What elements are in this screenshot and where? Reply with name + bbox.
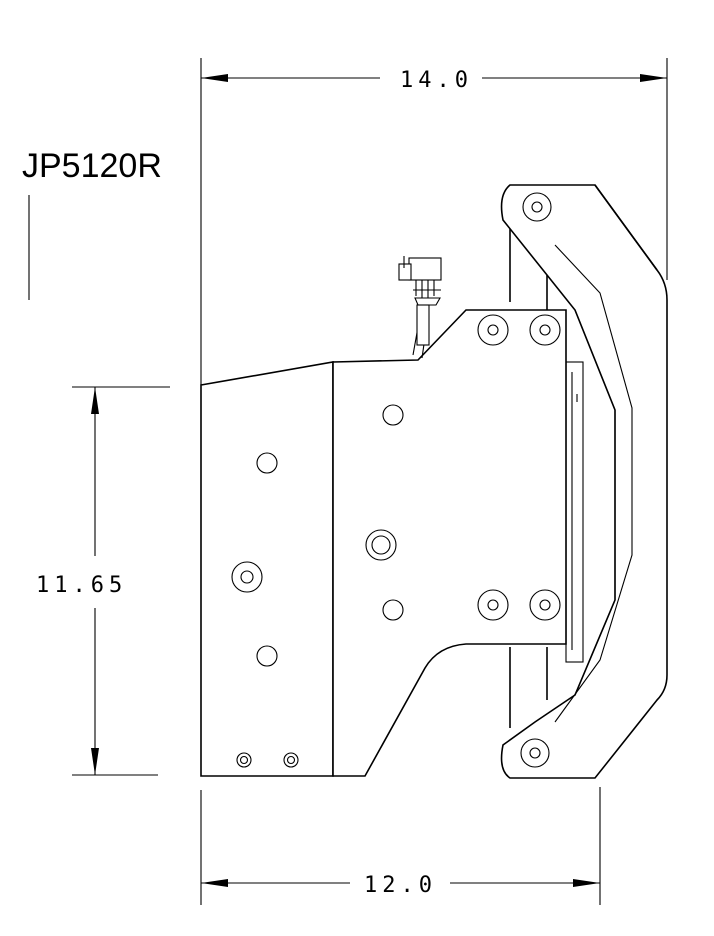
dimension-bottom: 12.0 (200, 787, 601, 905)
bolt-icon (520, 738, 550, 768)
bolt-icon (529, 314, 561, 346)
model-label: JP5120R (22, 147, 162, 185)
dimension-top: 14.0 (200, 58, 668, 385)
bolts (231, 192, 561, 768)
bolt-icon (231, 561, 263, 593)
dim-top-width: 14.0 (400, 68, 473, 93)
bumper-bracket (500, 184, 668, 779)
arrowhead-down (91, 748, 99, 775)
bolt-icon (365, 529, 397, 561)
hole-icon (256, 645, 278, 667)
bolt-icon (477, 589, 509, 621)
wire-connector (398, 256, 442, 359)
arrowhead-left (201, 74, 228, 82)
nut-icon (236, 752, 252, 768)
left-frame-plate (200, 361, 334, 777)
hole-icon (256, 452, 278, 474)
hole-icon (382, 404, 404, 426)
nut-icon (283, 752, 299, 768)
arrowhead-up (91, 387, 99, 414)
hole-icon (382, 599, 404, 621)
arrowhead-right (573, 879, 600, 887)
side-strip (565, 361, 584, 663)
arrowhead-right (640, 74, 667, 82)
bolt-icon (529, 589, 561, 621)
dim-height: 11.65 (36, 573, 127, 598)
dim-bottom-width: 12.0 (364, 873, 437, 898)
dimension-height: 11.65 (36, 386, 170, 776)
rear-rails (509, 228, 548, 728)
bolt-icon (522, 192, 552, 222)
arrowhead-left (201, 879, 228, 887)
mounting-plate (332, 309, 567, 777)
bolt-icon (477, 314, 509, 346)
